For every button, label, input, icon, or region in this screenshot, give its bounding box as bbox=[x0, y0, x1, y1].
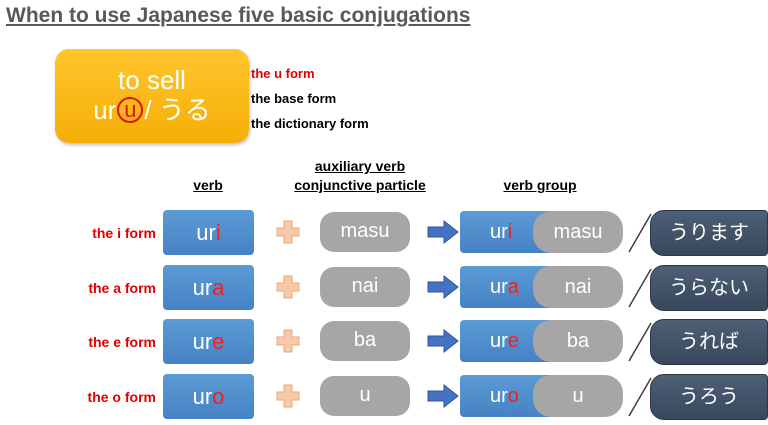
plus-icon bbox=[276, 220, 300, 244]
verb-meaning: to sell bbox=[118, 65, 186, 95]
right-arrow-icon bbox=[427, 329, 459, 353]
header-verb: verb bbox=[193, 177, 223, 193]
plus-icon bbox=[276, 275, 300, 299]
aux-pill: ba bbox=[320, 321, 410, 361]
right-arrow-icon bbox=[427, 220, 459, 244]
row-label: the o form bbox=[87, 389, 156, 405]
combined-ending: a bbox=[507, 276, 519, 298]
header-aux-line1: auxiliary verb bbox=[314, 158, 406, 174]
form-name-dictionary: the dictionary form bbox=[251, 116, 369, 131]
row-label: the i form bbox=[92, 225, 156, 241]
combined-stem: ur bbox=[490, 221, 508, 243]
header-aux-line2: conjunctive particle bbox=[294, 177, 426, 193]
result-kana-box: うれば bbox=[650, 319, 768, 365]
verb-stem: ur bbox=[192, 275, 213, 300]
combined-aux-pill: nai bbox=[533, 266, 623, 308]
combined-aux-pill: u bbox=[533, 375, 623, 417]
combined-ending: e bbox=[507, 330, 519, 352]
combined-aux-pill: masu bbox=[533, 211, 623, 253]
verb-box: ure bbox=[163, 319, 254, 364]
verb-card-ending: u bbox=[117, 97, 144, 124]
plus-icon bbox=[276, 329, 300, 353]
form-name-u: the u form bbox=[251, 66, 315, 81]
combined-stem: ur bbox=[490, 385, 508, 407]
page-title: When to use Japanese five basic conjugat… bbox=[6, 4, 471, 27]
verb-box: ura bbox=[163, 265, 254, 310]
verb-card-stem: ur bbox=[93, 95, 117, 125]
verb-stem: ur bbox=[192, 384, 213, 409]
combined-ending: o bbox=[507, 385, 519, 407]
result-kana-box: うります bbox=[650, 210, 768, 256]
verb-ending: a bbox=[212, 275, 225, 300]
form-name-base: the base form bbox=[251, 91, 337, 106]
verb-stem: ur bbox=[196, 220, 216, 245]
verb-ending: e bbox=[212, 329, 225, 354]
right-arrow-icon bbox=[427, 384, 459, 408]
slash-divider bbox=[628, 213, 652, 253]
aux-pill: nai bbox=[320, 267, 410, 307]
plus-icon bbox=[276, 384, 300, 408]
slash-divider bbox=[628, 322, 652, 362]
verb-ending: o bbox=[212, 384, 225, 409]
verb-card-kana: / うる bbox=[144, 95, 211, 125]
result-kana-box: うろう bbox=[650, 374, 768, 420]
slash-divider bbox=[628, 377, 652, 417]
row-label: the a form bbox=[88, 280, 156, 296]
verb-ending: i bbox=[215, 220, 221, 245]
verb-stem: ur bbox=[192, 329, 213, 354]
row-label: the e form bbox=[88, 334, 156, 350]
combined-stem: ur bbox=[490, 276, 508, 298]
aux-pill: u bbox=[320, 376, 410, 416]
verb-box: uro bbox=[163, 374, 254, 419]
combined-ending: i bbox=[507, 221, 513, 243]
combined-aux-pill: ba bbox=[533, 320, 623, 362]
verb-box: uri bbox=[163, 210, 254, 255]
header-verb-group: verb group bbox=[503, 177, 577, 193]
combined-stem: ur bbox=[490, 330, 508, 352]
slash-divider bbox=[628, 268, 652, 308]
right-arrow-icon bbox=[427, 275, 459, 299]
result-kana-box: うらない bbox=[650, 265, 768, 311]
aux-pill: masu bbox=[320, 212, 410, 252]
